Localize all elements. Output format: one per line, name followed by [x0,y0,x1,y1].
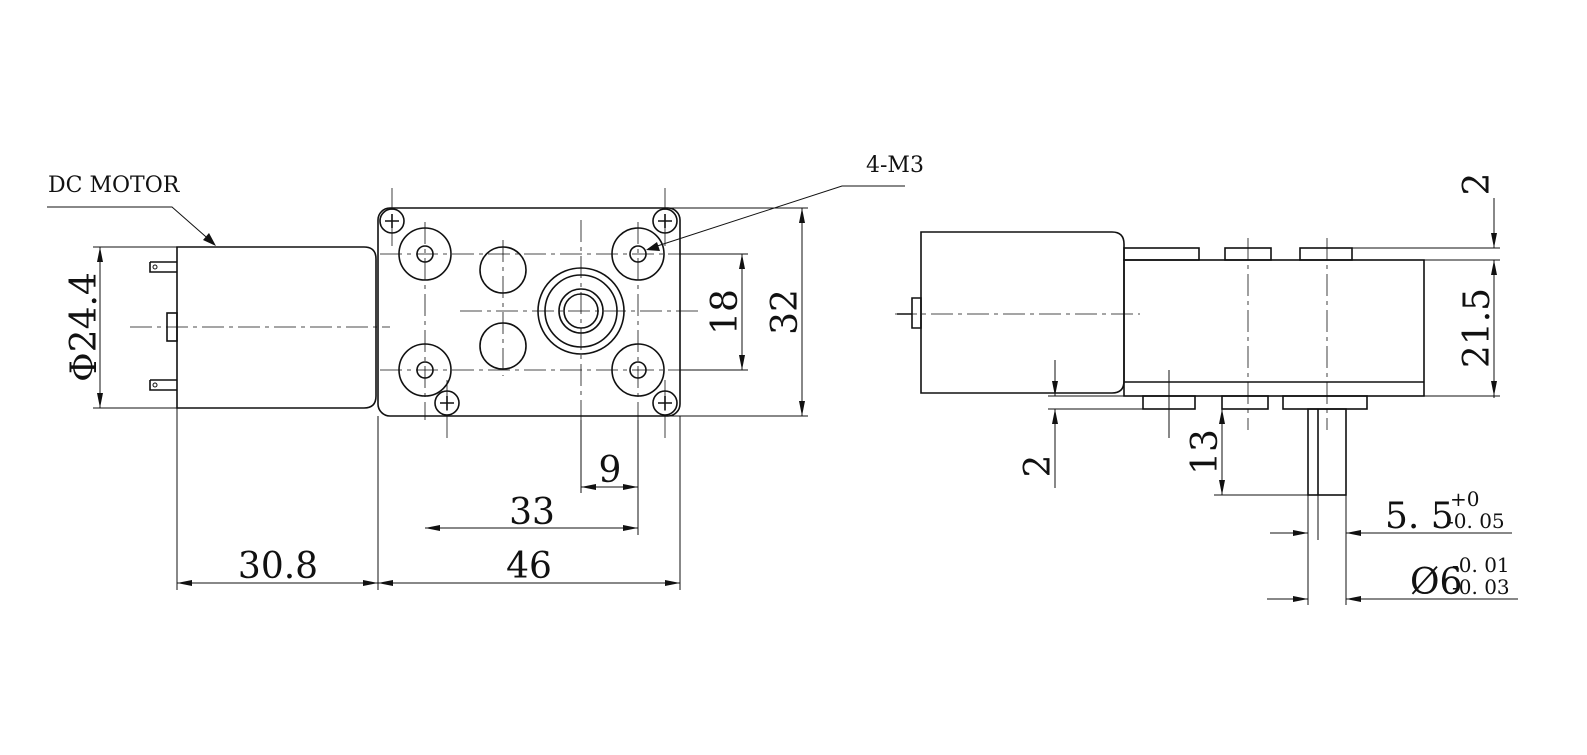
side-motor-rear-shaft [897,297,922,329]
motor-diameter-text: Φ24.4 [64,272,105,382]
shaft-flat-tol-lower: -0. 05 [1447,509,1505,533]
shaft-dia-tol-lower: -0. 03 [1452,575,1510,599]
side-top-tabs [1123,247,1353,261]
flange-bottom-text: 2 [1018,455,1059,478]
dim-shaft-offset [580,420,638,493]
shaft-offset-text: 9 [599,450,622,491]
shaft-flat-text: 5. 5 [1385,496,1454,537]
dim-hole-spacing-x [425,420,639,535]
dim-flange-bottom [1048,360,1143,488]
screw-callout-leader [646,185,905,251]
dc-motor-leader [47,206,216,246]
dc-motor-label: DC MOTOR [48,173,181,198]
motor-terminals [149,261,178,391]
front-center-lines [130,188,700,438]
front-view [47,185,905,590]
dim-shaft-diameter [1267,596,1518,602]
dim-shaft-length [1168,370,1308,496]
gearbox-width-text: 46 [506,546,552,587]
gearbox-height-text: 32 [765,289,806,335]
dim-gearbox-height [665,207,808,417]
dim-hole-spacing-y [680,253,748,371]
side-view [895,198,1518,605]
motor-body-outline [176,246,377,409]
dim-flange-top [1352,198,1500,398]
side-gearbox-block [1123,259,1425,397]
flange-top-text: 2 [1457,173,1498,196]
shaft-dia-tol-upper: -0. 01 [1452,553,1510,577]
corner-screws [379,208,678,416]
hole-spacing-x-text: 33 [509,492,555,533]
side-bottom-tabs [1142,395,1368,410]
shaft-length-text: 13 [1185,429,1226,475]
dim-motor-diameter [93,246,177,409]
dim-bottom-chain [176,408,681,590]
shaft-flat-tol-upper: +0 [1450,487,1479,511]
shaft-dia-text: Ø6 [1410,562,1462,603]
side-center-lines [895,238,1328,430]
screw-callout-label: 4-M3 [866,153,924,178]
hole-spacing-y-text: 18 [705,289,746,335]
gearbox-thickness-text: 21.5 [1457,288,1498,368]
side-motor-body [920,231,1125,394]
motor-length-text: 30.8 [238,546,318,587]
dim-shaft-flat [1270,495,1512,605]
gearbox-plate-outline [377,207,681,417]
